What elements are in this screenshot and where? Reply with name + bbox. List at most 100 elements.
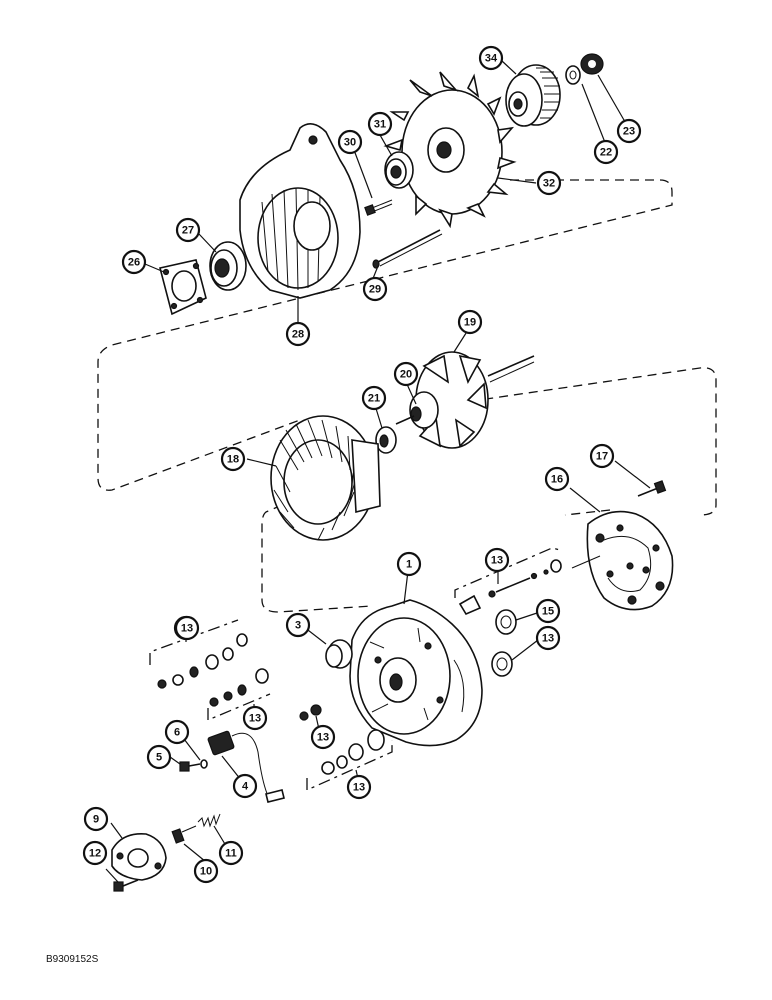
- terminal-hardware-13a: [458, 559, 562, 616]
- callout-circle: [544, 466, 570, 492]
- callout-5: 5: [146, 744, 172, 770]
- callout-circle: [146, 744, 172, 770]
- callout-number: 23: [623, 126, 635, 138]
- callout-6: 6: [164, 719, 190, 745]
- callout-circle: [396, 551, 422, 577]
- callout-15: 15: [535, 598, 561, 624]
- washers-row-13-upper: [157, 633, 248, 689]
- callout-13: 13: [535, 625, 561, 651]
- callout-number: 5: [156, 752, 162, 764]
- callout-11: 11: [218, 840, 244, 866]
- callout-circle: [393, 361, 419, 387]
- callout-number: 30: [344, 137, 356, 149]
- callout-number: 28: [292, 329, 304, 341]
- callout-number: 31: [374, 119, 386, 131]
- callout-number: 18: [227, 454, 239, 466]
- bearing-21: [375, 426, 397, 454]
- callout-4: 4: [232, 773, 258, 799]
- rectifier-16: [571, 510, 674, 611]
- callout-23: 23: [616, 118, 642, 144]
- callout-circle: [232, 773, 258, 799]
- washer-6: [200, 759, 208, 769]
- callout-number: 6: [174, 727, 180, 739]
- figure-reference-code: B9309152S: [46, 954, 99, 965]
- callout-1: 1: [396, 551, 422, 577]
- callout-number: 34: [485, 53, 498, 65]
- brush-10: [171, 825, 197, 844]
- callout-circle: [285, 612, 311, 638]
- washers-row-13-bottom: [321, 729, 385, 775]
- callout-circle: [536, 170, 562, 196]
- pulley-34: [505, 64, 561, 127]
- callout-number: 1: [406, 559, 412, 571]
- callout-circle: [362, 276, 388, 302]
- capacitor-4: [207, 730, 285, 803]
- callout-circle: [361, 385, 387, 411]
- callout-17: 17: [589, 443, 615, 469]
- callout-circle: [535, 598, 561, 624]
- callout-bubbles: 1345691011121313131313131315161718192021…: [82, 45, 642, 884]
- callout-number: 3: [295, 620, 301, 632]
- screw-17: [637, 480, 667, 497]
- callout-number: 13: [249, 713, 261, 725]
- callout-number: 10: [200, 866, 212, 878]
- assembly-dashed-lines: [97, 179, 717, 613]
- regulator-9: [111, 833, 167, 881]
- screw-30: [364, 199, 393, 216]
- screw-5: [179, 761, 201, 772]
- callout-number: 13: [317, 732, 329, 744]
- callout-circle: [220, 446, 246, 472]
- spring-11: [197, 813, 221, 828]
- callout-circle: [367, 111, 393, 137]
- end-housing-28: [239, 123, 361, 299]
- nut-23: [580, 53, 604, 75]
- bushing-13-right: [491, 651, 513, 677]
- callout-20: 20: [393, 361, 419, 387]
- callout-21: 21: [361, 385, 387, 411]
- bolt-29: [372, 229, 443, 269]
- nuts-13-center: [299, 704, 322, 721]
- callout-circle: [593, 139, 619, 165]
- callout-13: 13: [484, 547, 510, 573]
- bushing-3: [325, 639, 353, 669]
- fan-32: [383, 71, 517, 229]
- callout-22: 22: [593, 139, 619, 165]
- callout-number: 22: [600, 147, 612, 159]
- front-housing-1: [349, 599, 483, 747]
- callout-circle: [175, 217, 201, 243]
- callout-circle: [83, 806, 109, 832]
- callout-number: 13: [353, 782, 365, 794]
- stator-18: [270, 415, 381, 541]
- callout-number: 11: [225, 848, 237, 860]
- callout-34: 34: [478, 45, 504, 71]
- callout-number: 13: [181, 623, 193, 635]
- callout-19: 19: [457, 309, 483, 335]
- callout-13: 13: [310, 724, 336, 750]
- callout-29: 29: [362, 276, 388, 302]
- callout-circle: [242, 705, 268, 731]
- bearing-27: [209, 241, 247, 291]
- callout-27: 27: [175, 217, 201, 243]
- callout-number: 15: [542, 606, 554, 618]
- retainer-plate-26: [159, 259, 207, 316]
- callout-number: 12: [89, 848, 101, 860]
- callout-28: 28: [285, 321, 311, 347]
- rotor-19: [395, 351, 535, 449]
- callout-10: 10: [193, 858, 219, 884]
- callout-circle: [616, 118, 642, 144]
- callout-13: 13: [242, 705, 268, 731]
- callout-number: 20: [400, 369, 412, 381]
- callout-32: 32: [536, 170, 562, 196]
- callout-number: 17: [596, 451, 608, 463]
- callout-30: 30: [337, 129, 363, 155]
- callout-18: 18: [220, 446, 246, 472]
- callout-13: 13: [174, 615, 200, 641]
- washers-row-13-lower: [209, 668, 269, 707]
- callout-circle: [218, 840, 244, 866]
- callout-number: 29: [369, 284, 381, 296]
- callout-number: 21: [368, 393, 380, 405]
- callout-circle: [589, 443, 615, 469]
- callout-number: 13: [542, 633, 554, 645]
- callout-31: 31: [367, 111, 393, 137]
